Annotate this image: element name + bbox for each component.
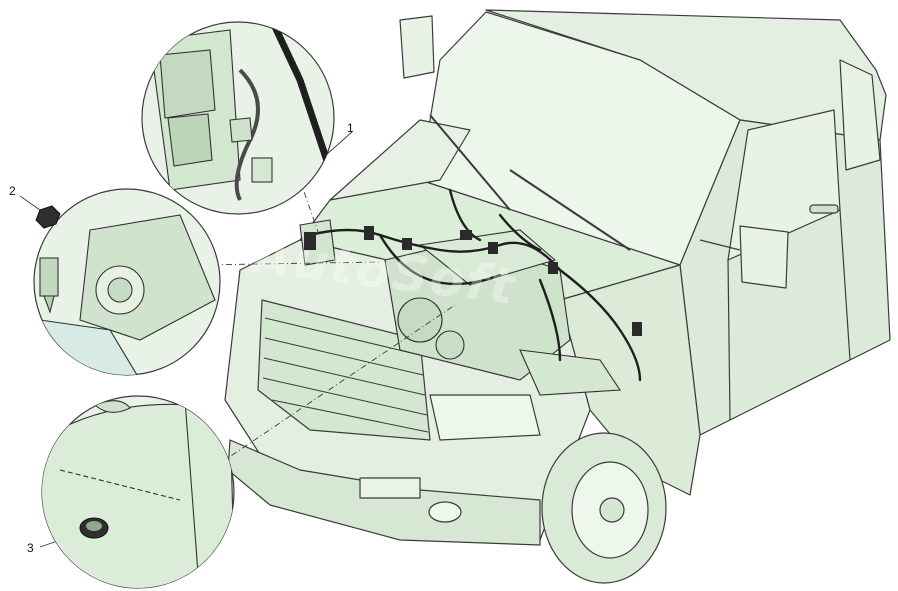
wipers bbox=[429, 114, 631, 251]
oxygen-sensor bbox=[39, 257, 59, 297]
grille bbox=[257, 299, 431, 441]
inset-bottom bbox=[41, 395, 235, 589]
panel-edge bbox=[184, 399, 201, 588]
rear-window bbox=[839, 59, 881, 171]
sensor-tip bbox=[43, 295, 55, 314]
nut-icon bbox=[35, 205, 61, 229]
seam-line bbox=[59, 469, 181, 501]
hood-open-panel bbox=[329, 119, 471, 201]
harness-connectors bbox=[304, 226, 642, 336]
tab-bracket bbox=[251, 157, 273, 183]
mirror-right-arm bbox=[699, 239, 741, 251]
connector-lower bbox=[167, 113, 213, 167]
air-duct bbox=[519, 349, 621, 396]
engine-bay bbox=[299, 219, 621, 396]
pulley bbox=[435, 330, 465, 360]
inset-middle bbox=[33, 188, 221, 376]
callout-label-3: 3 bbox=[27, 541, 34, 555]
wiring-harness bbox=[308, 188, 642, 382]
panel-surface bbox=[42, 403, 234, 588]
headlight bbox=[429, 394, 541, 441]
grille-bars bbox=[262, 317, 429, 433]
connector-housing bbox=[159, 49, 216, 119]
mirror-left bbox=[399, 15, 435, 79]
plate-holder bbox=[359, 477, 421, 499]
wheel-hub bbox=[599, 497, 625, 523]
vehicle-body bbox=[224, 9, 891, 584]
door-seam bbox=[727, 209, 851, 421]
fog-lamp bbox=[428, 501, 462, 523]
inset-top bbox=[141, 21, 335, 215]
door-handle bbox=[809, 204, 839, 214]
mirror-right bbox=[739, 225, 789, 289]
callout-label-1: 1 bbox=[347, 121, 354, 135]
alternator bbox=[397, 297, 443, 343]
panel-slot bbox=[93, 400, 131, 413]
clip bbox=[229, 117, 253, 143]
callout-label-2: 2 bbox=[9, 184, 16, 198]
corrugated-tube bbox=[264, 22, 334, 174]
